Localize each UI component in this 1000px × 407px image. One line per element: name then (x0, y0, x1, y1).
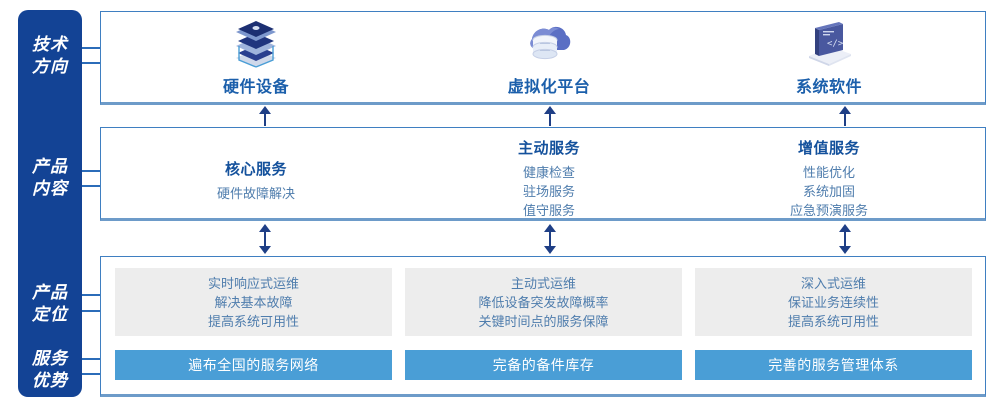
sidebar-label-line1: 技术 (32, 35, 68, 54)
positioning-card-line: 深入式运维 (800, 275, 866, 291)
content-column-core-service[interactable]: 核心服务 硬件故障解决 (111, 158, 401, 203)
positioning-card-line: 解决基本故障 (214, 294, 293, 310)
content-item: 健康检查 (522, 165, 575, 180)
arrow-bidirectional-left (258, 224, 272, 254)
sidebar-item-product-content[interactable]: 产品 内容 (18, 156, 82, 200)
arrowhead-down-icon (839, 246, 851, 254)
advantage-bar-management-system[interactable]: 完善的服务管理体系 (695, 350, 972, 380)
technology-label-system-software: 系统软件 (795, 79, 862, 96)
sidebar-label-line1: 产品 (32, 283, 68, 302)
svg-text:</>: </> (827, 39, 844, 49)
arrow-shaft (264, 113, 266, 126)
positioning-advantage-section: 实时响应式运维 解决基本故障 提高系统可用性 主动式运维 降低设备突发故障概率 … (100, 256, 986, 397)
content-item: 值守服务 (522, 203, 575, 218)
technology-column-hardware[interactable]: 硬件设备 (111, 18, 401, 97)
technology-direction-section: 硬件设备 虚拟化平台 (100, 11, 986, 105)
sidebar-label-line1: 服务 (32, 349, 68, 368)
positioning-card-line: 实时响应式运维 (207, 275, 299, 291)
arrow-shaft (844, 113, 846, 126)
content-heading-value-added-service: 增值服务 (797, 140, 860, 157)
connector-line-content-a (82, 170, 102, 172)
arrow-up-system-software (838, 106, 852, 126)
sidebar-label-line2: 优势 (32, 371, 68, 390)
sidebar: 技术 方向 产品 内容 产品 定位 服务 优势 (18, 10, 82, 397)
laptop-code-icon: </> (684, 18, 974, 70)
advantage-bar-service-network[interactable]: 遍布全国的服务网络 (115, 350, 392, 380)
positioning-card-indepth[interactable]: 深入式运维 保证业务连续性 提高系统可用性 (695, 268, 972, 336)
positioning-card-line: 降低设备突发故障概率 (478, 294, 609, 310)
arrow-bidirectional-center (543, 224, 557, 254)
content-item: 系统加固 (802, 184, 855, 199)
server-stack-icon (111, 18, 401, 70)
arrowhead-up-icon (259, 224, 271, 232)
arrowhead-down-icon (259, 246, 271, 254)
content-item: 性能优化 (802, 165, 855, 180)
sidebar-label-line2: 内容 (32, 179, 68, 198)
sidebar-label-line2: 定位 (32, 305, 68, 324)
connector-line-technology-b (82, 62, 102, 64)
arrow-shaft (549, 113, 551, 126)
connector-line-positioning-a (82, 294, 102, 296)
connector-line-advantage-b (82, 373, 102, 375)
sidebar-item-service-advantage[interactable]: 服务 优势 (18, 348, 82, 392)
sidebar-label-line2: 方向 (32, 57, 68, 76)
technology-label-virtualization: 虚拟化平台 (507, 79, 591, 96)
arrowhead-up-icon (839, 106, 851, 114)
product-content-section: 核心服务 硬件故障解决 主动服务 健康检查 驻场服务 值守服务 增值服务 性能优… (100, 127, 986, 221)
content-heading-core-service: 核心服务 (224, 161, 287, 178)
technology-label-hardware: 硬件设备 (222, 79, 289, 96)
advantage-bar-spare-parts[interactable]: 完备的备件库存 (405, 350, 682, 380)
connector-line-content-b (82, 185, 102, 187)
content-item: 硬件故障解决 (216, 186, 295, 201)
sidebar-item-technology-direction[interactable]: 技术 方向 (18, 34, 82, 78)
arrowhead-up-icon (259, 106, 271, 114)
positioning-card-line: 提高系统可用性 (207, 313, 299, 329)
content-heading-proactive-service: 主动服务 (517, 140, 580, 157)
positioning-card-line: 提高系统可用性 (787, 313, 879, 329)
positioning-card-line: 主动式运维 (510, 275, 576, 291)
arrowhead-up-icon (544, 224, 556, 232)
content-column-proactive-service[interactable]: 主动服务 健康检查 驻场服务 值守服务 (404, 137, 694, 220)
content-column-value-added-service[interactable]: 增值服务 性能优化 系统加固 应急预演服务 (684, 137, 974, 220)
positioning-card-realtime[interactable]: 实时响应式运维 解决基本故障 提高系统可用性 (115, 268, 392, 336)
positioning-card-line: 关键时间点的服务保障 (478, 313, 609, 329)
arrow-up-hardware (258, 106, 272, 126)
arrowhead-up-icon (544, 106, 556, 114)
connector-line-advantage-a (82, 358, 102, 360)
content-item: 应急预演服务 (789, 203, 868, 218)
connector-line-positioning-b (82, 310, 102, 312)
arrow-up-virtualization (543, 106, 557, 126)
arrowhead-up-icon (839, 224, 851, 232)
arrow-shaft (844, 230, 846, 248)
connector-line-technology-a (82, 47, 102, 49)
cloud-database-icon (404, 18, 694, 70)
positioning-card-proactive[interactable]: 主动式运维 降低设备突发故障概率 关键时间点的服务保障 (405, 268, 682, 336)
arrow-shaft (264, 230, 266, 248)
arrowhead-down-icon (544, 246, 556, 254)
sidebar-label-line1: 产品 (32, 157, 68, 176)
positioning-card-line: 保证业务连续性 (787, 294, 879, 310)
technology-column-system-software[interactable]: </> 系统软件 (684, 18, 974, 97)
sidebar-item-product-positioning[interactable]: 产品 定位 (18, 282, 82, 326)
content-item: 驻场服务 (522, 184, 575, 199)
arrow-shaft (549, 230, 551, 248)
arrow-bidirectional-right (838, 224, 852, 254)
technology-column-virtualization[interactable]: 虚拟化平台 (404, 18, 694, 97)
